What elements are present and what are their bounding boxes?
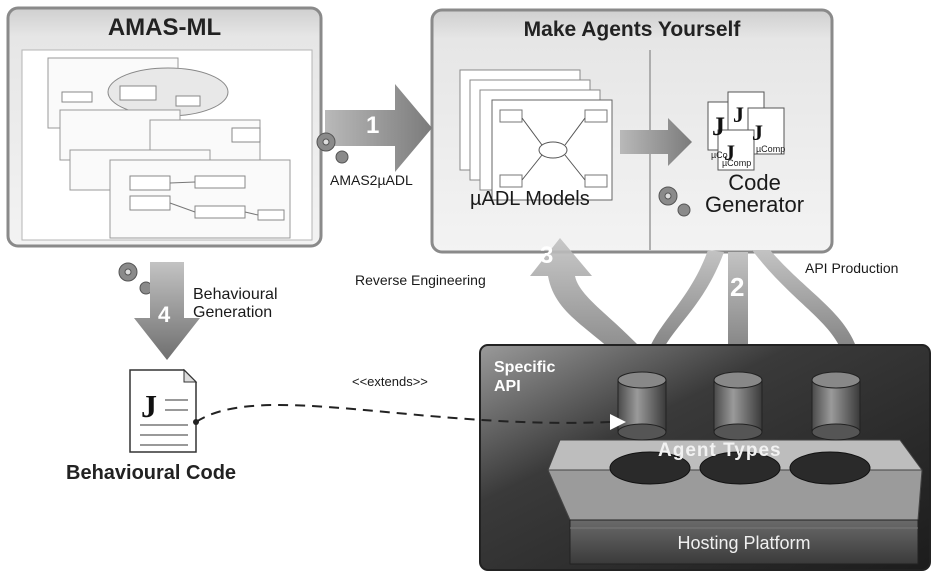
api-cylinder-1	[617, 371, 667, 441]
generator-label-line2: Generator	[705, 192, 805, 217]
svg-text:J: J	[724, 140, 735, 165]
generator-label-line1: Code	[728, 170, 781, 195]
specific-api-line1: Specific	[494, 359, 556, 376]
hosting-platform-label: Hosting Platform	[677, 533, 811, 553]
api-production-label: API Production	[805, 260, 899, 276]
step-1-label: AMAS2µADL	[330, 172, 413, 188]
step-4-label-line2: Generation	[193, 304, 273, 321]
svg-text:J: J	[733, 102, 744, 127]
extends-label: <<extends>>	[352, 374, 428, 389]
step-4-number: 4	[158, 302, 171, 327]
step-4-label-line1: Behavioural	[193, 286, 278, 303]
step-2-number: 2	[730, 272, 745, 302]
svg-text:J: J	[752, 120, 763, 145]
amas-ml-title: AMAS-ML	[107, 14, 222, 41]
doc-label-c: µComp	[756, 144, 786, 154]
step-3-label: Reverse Engineering	[355, 272, 486, 288]
doc-label-a: µCo	[711, 150, 728, 160]
api-cylinder-2	[713, 371, 763, 441]
make-agents-title: Make Agents Yourself	[523, 18, 741, 41]
amas-ml-panel	[6, 6, 323, 248]
api-cylinder-3	[811, 371, 861, 441]
step-1-number: 1	[366, 112, 380, 139]
step-1-arrow	[325, 84, 432, 172]
step-2-arrow	[714, 252, 762, 384]
behavioural-code-icon-letter: J	[141, 388, 157, 424]
step-3-number: 3	[540, 242, 554, 269]
models-label: µADL Models	[470, 188, 590, 210]
make-agents-panel: J J J J	[430, 8, 834, 254]
step-4-arrow	[134, 262, 200, 360]
agent-types-label: Agent Types	[658, 440, 782, 461]
generator-label: Code Generator	[705, 172, 804, 216]
generated-code-documents-icon: J J J J	[707, 91, 785, 171]
doc-label-b: µComp	[722, 158, 752, 168]
specific-api-line2: API	[494, 378, 521, 395]
extends-dashed-arrow	[195, 404, 611, 424]
svg-text:J: J	[712, 112, 725, 141]
behavioural-code-document-icon	[129, 368, 198, 453]
step-4-label: Behavioural Generation	[193, 286, 278, 322]
behavioural-code-label: Behavioural Code	[66, 462, 237, 484]
gear-icon	[118, 132, 691, 295]
specific-api-label: Specific API	[494, 358, 555, 396]
